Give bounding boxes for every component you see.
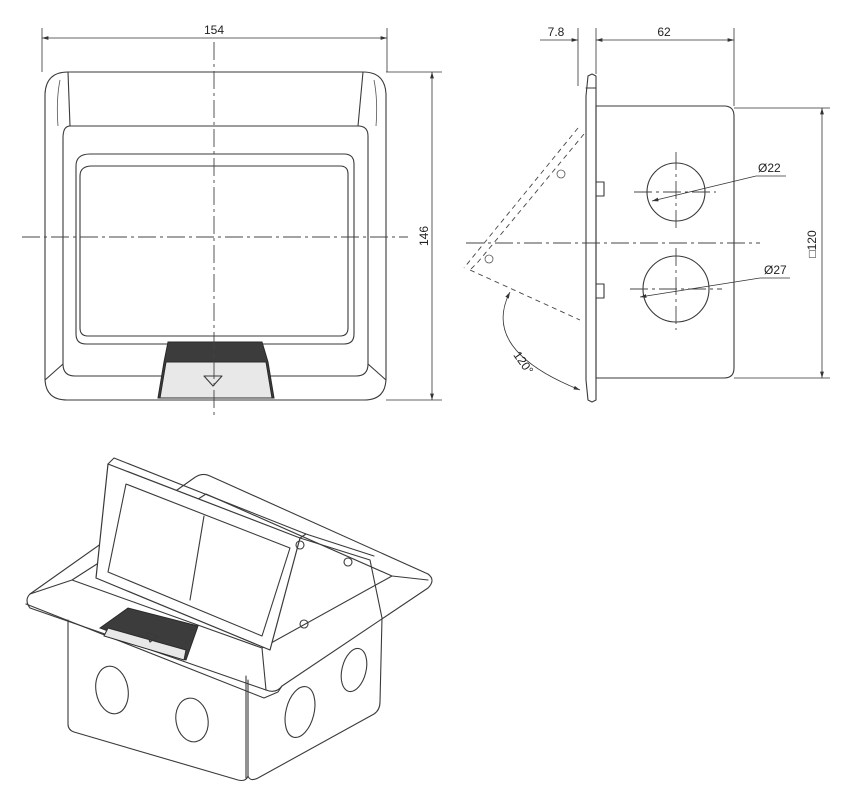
screw-icon [299, 619, 309, 629]
iso-lid-rail [299, 537, 383, 619]
dim-height-label: 146 [417, 226, 431, 246]
front-view: 154 146 [22, 23, 442, 418]
bevel-curve-right [373, 79, 378, 127]
front-latch-face [159, 361, 273, 399]
angle-arc [502, 291, 581, 391]
isometric-view [25, 457, 433, 782]
iso-lid-top-edge [107, 457, 307, 539]
screw-icon [295, 540, 305, 550]
dim-lip-label: 7.8 [548, 25, 565, 39]
bevel-line-tr [357, 71, 364, 127]
bevel-line-bl [44, 363, 64, 381]
dim-width-label: 154 [204, 23, 224, 37]
side-flange [585, 73, 597, 403]
screw-icon [556, 169, 566, 179]
iso-knockout-hole [95, 665, 129, 715]
iso-bevel-line [391, 575, 429, 581]
leader-hole-large [639, 277, 761, 298]
iso-knockout-hole [340, 647, 368, 693]
iso-bevel-line [261, 647, 267, 691]
iso-latch-face [103, 627, 187, 661]
down-triangle-icon [145, 631, 159, 643]
bevel-line-tl [67, 71, 71, 127]
side-view: Ø22 Ø27 120° 7.8 62 □120 [463, 25, 830, 403]
front-lid-outer [75, 153, 355, 345]
dim-box-label: □120 [805, 230, 819, 258]
side-box-body [595, 105, 735, 379]
side-tab-top [595, 181, 605, 197]
front-outer-frame [44, 71, 387, 401]
iso-lid-divider [189, 515, 205, 601]
iso-knockout-hole [175, 697, 209, 743]
dim-hole-large-label: Ø27 [764, 263, 787, 277]
bevel-line-br [367, 363, 387, 381]
iso-lid-rail-edge [305, 533, 375, 557]
lid-open-edge-outer [469, 133, 585, 271]
iso-lid-panel [107, 483, 291, 637]
iso-front-lip [25, 603, 283, 699]
iso-box-front [67, 619, 249, 782]
bevel-curve-left [56, 79, 61, 127]
iso-bevel-line [29, 579, 73, 595]
screw-icon [484, 254, 494, 264]
front-lid-inner [79, 165, 349, 337]
dim-depth-label: 62 [657, 25, 671, 39]
screw-icon [343, 557, 353, 567]
front-bevel-inner [62, 125, 369, 377]
leader-hole-small [651, 175, 757, 202]
side-tab-bottom [595, 283, 605, 299]
dim-angle-label: 120° [510, 349, 536, 378]
lid-open-bottom [469, 269, 581, 321]
dim-hole-small-label: Ø22 [758, 161, 781, 175]
iso-open-lid [95, 463, 301, 651]
down-triangle-icon [203, 375, 223, 387]
lid-open-edge-inner [463, 127, 579, 269]
iso-knockout-hole [284, 685, 316, 739]
iso-box-right [247, 617, 383, 781]
